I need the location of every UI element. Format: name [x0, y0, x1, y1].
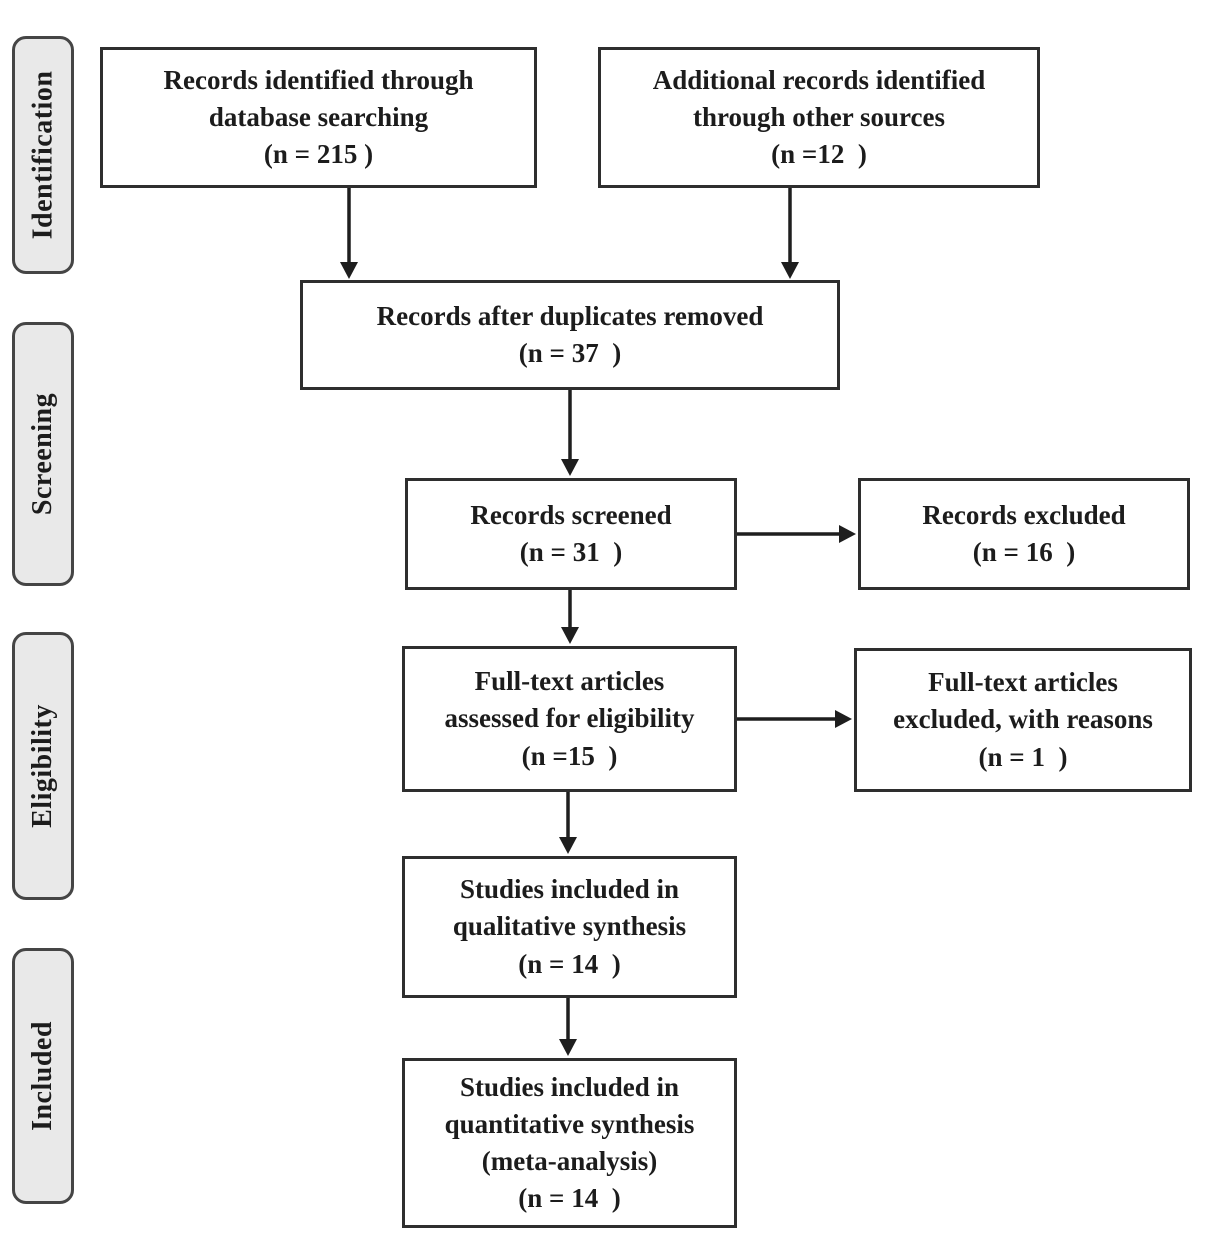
stage-tab-included: Included — [12, 948, 74, 1204]
stage-label-identification: Identification — [27, 70, 58, 240]
quantitative-synthesis-text: Studies included in quantitative synthes… — [444, 1071, 695, 1214]
arrow-duplicates-to-screened — [561, 390, 579, 476]
arrow-fulltext-to-qualitative — [559, 792, 577, 854]
arrow-qualitative-to-quantitative — [559, 998, 577, 1056]
duplicates-removed-text: Records after duplicates removed (n = 37… — [376, 300, 764, 368]
stage-tab-eligibility: Eligibility — [12, 632, 74, 900]
records-screened-text: Records screened (n = 31 ) — [470, 499, 672, 567]
records-excluded-text: Records excluded (n = 16 ) — [922, 499, 1126, 567]
records-identified-text: Records identified through database sear… — [163, 64, 474, 170]
arrow-screened-to-excluded — [737, 525, 856, 543]
arrow-other-sources-to-duplicates — [781, 188, 799, 279]
flow-box-additional-records: Additional records identified through ot… — [598, 47, 1040, 188]
flow-box-duplicates-removed: Records after duplicates removed (n = 37… — [300, 280, 840, 390]
stage-label-included: Included — [27, 1021, 59, 1131]
fulltext-assessed-text: Full-text articles assessed for eligibil… — [444, 666, 695, 771]
stage-tab-identification: Identification — [12, 36, 74, 274]
flow-box-fulltext-excluded: Full-text articles excluded, with reason… — [854, 648, 1192, 792]
arrow-screened-to-fulltext — [561, 590, 579, 644]
flow-box-records-identified: Records identified through database sear… — [100, 47, 537, 188]
flow-box-quantitative-synthesis: Studies included in quantitative synthes… — [402, 1058, 737, 1228]
qualitative-synthesis-text: Studies included in qualitative synthesi… — [452, 874, 687, 979]
arrow-database-to-duplicates — [340, 188, 358, 279]
flow-box-qualitative-synthesis: Studies included in qualitative synthesi… — [402, 856, 737, 998]
additional-records-text: Additional records identified through ot… — [652, 64, 986, 170]
arrow-fulltext-to-excluded — [737, 710, 852, 728]
flow-box-records-excluded: Records excluded (n = 16 ) — [858, 478, 1190, 590]
stage-tab-screening: Screening — [12, 322, 74, 586]
fulltext-excluded-text: Full-text articles excluded, with reason… — [893, 667, 1153, 772]
stage-label-screening: Screening — [27, 392, 59, 516]
stage-label-eligibility: Eligibility — [27, 704, 58, 828]
flow-box-records-screened: Records screened (n = 31 ) — [405, 478, 737, 590]
flow-box-fulltext-assessed: Full-text articles assessed for eligibil… — [402, 646, 737, 792]
